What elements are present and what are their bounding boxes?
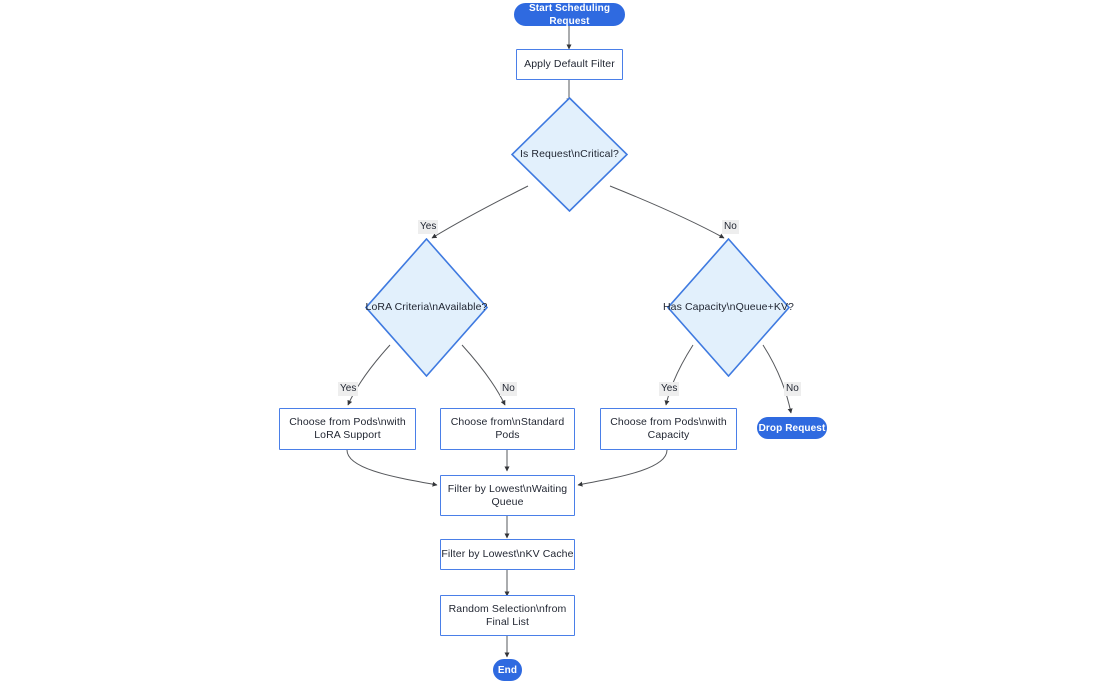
node-drop-request[interactable]: Drop Request [757, 417, 827, 439]
edge-lora-to-pods-standard [461, 344, 506, 406]
edge-capacity-to-pods-capacity [664, 344, 694, 406]
edge-is-critical-to-capacity [609, 185, 725, 239]
node-choose-pods-capacity-label-line2: Capacity [647, 429, 690, 441]
node-apply-default-filter[interactable]: Apply Default Filter [516, 49, 623, 80]
node-drop-request-label: Drop Request [758, 422, 826, 434]
node-filter-waiting-queue-label-line2: Queue [491, 495, 524, 508]
diamond-shape-is-critical [511, 97, 628, 212]
node-filter-kv-cache-label: Filter by Lowest\nKV Cache [441, 548, 574, 560]
node-filter-waiting-queue-label-line1: Filter by Lowest\nWaiting [447, 482, 568, 495]
edge-pods-lora-to-filter-queue [346, 449, 438, 487]
node-choose-pods-standard-label-line1: Choose from\nStandard [450, 416, 565, 428]
node-has-capacity-label: Has Capacity\nQueue+KV? [663, 301, 795, 313]
node-start[interactable]: Start Scheduling Request [514, 2, 625, 27]
edge-label-critical-yes: Yes [418, 220, 439, 234]
diamond-shape-has-capacity [667, 238, 790, 377]
node-choose-pods-capacity[interactable]: Choose from Pods\nwith Capacity [600, 408, 737, 450]
edge-capacity-to-drop-request [762, 344, 793, 414]
edge-is-critical-to-lora [431, 185, 529, 239]
node-filter-kv-cache[interactable]: Filter by Lowest\nKV Cache [440, 539, 575, 570]
node-filter-waiting-queue[interactable]: Filter by Lowest\nWaiting Queue [440, 475, 575, 516]
edge-label-capacity-yes: Yes [659, 382, 680, 396]
edge-label-lora-no: No [500, 382, 517, 396]
node-choose-pods-lora-label-line1: Choose from Pods\nwith [289, 416, 406, 428]
edge-pods-capacity-to-filter-queue [577, 449, 668, 487]
edge-label-critical-no: No [722, 220, 739, 234]
node-choose-pods-lora[interactable]: Choose from Pods\nwith LoRA Support [279, 408, 416, 450]
node-end[interactable]: End [493, 659, 522, 681]
node-is-request-critical-label: Is Request\nCritical? [520, 148, 619, 160]
node-has-capacity[interactable]: Has Capacity\nQueue+KV? [663, 238, 794, 377]
node-is-request-critical[interactable]: Is Request\nCritical? [511, 97, 628, 212]
node-choose-pods-standard[interactable]: Choose from\nStandard Pods [440, 408, 575, 450]
node-end-label: End [497, 664, 518, 676]
node-choose-pods-standard-label-line2: Pods [495, 429, 520, 441]
node-lora-criteria-available-label: LoRA Criteria\nAvailable? [365, 301, 488, 313]
node-choose-pods-capacity-label-line1: Choose from Pods\nwith [610, 416, 727, 428]
node-random-selection-label-line2: Final List [485, 615, 529, 628]
node-choose-pods-lora-label-line2: LoRA Support [314, 429, 381, 441]
node-apply-default-filter-label: Apply Default Filter [524, 58, 615, 70]
edge-lora-to-pods-lora [347, 344, 391, 406]
edge-label-lora-yes: Yes [338, 382, 359, 396]
node-random-selection-label-line1: Random Selection\nfrom [448, 602, 567, 615]
diamond-shape-lora-criteria [365, 238, 488, 377]
node-lora-criteria-available[interactable]: LoRA Criteria\nAvailable? [365, 238, 488, 377]
edge-label-capacity-no: No [784, 382, 801, 396]
node-random-selection[interactable]: Random Selection\nfrom Final List [440, 595, 575, 636]
node-start-label: Start Scheduling Request [528, 2, 611, 27]
